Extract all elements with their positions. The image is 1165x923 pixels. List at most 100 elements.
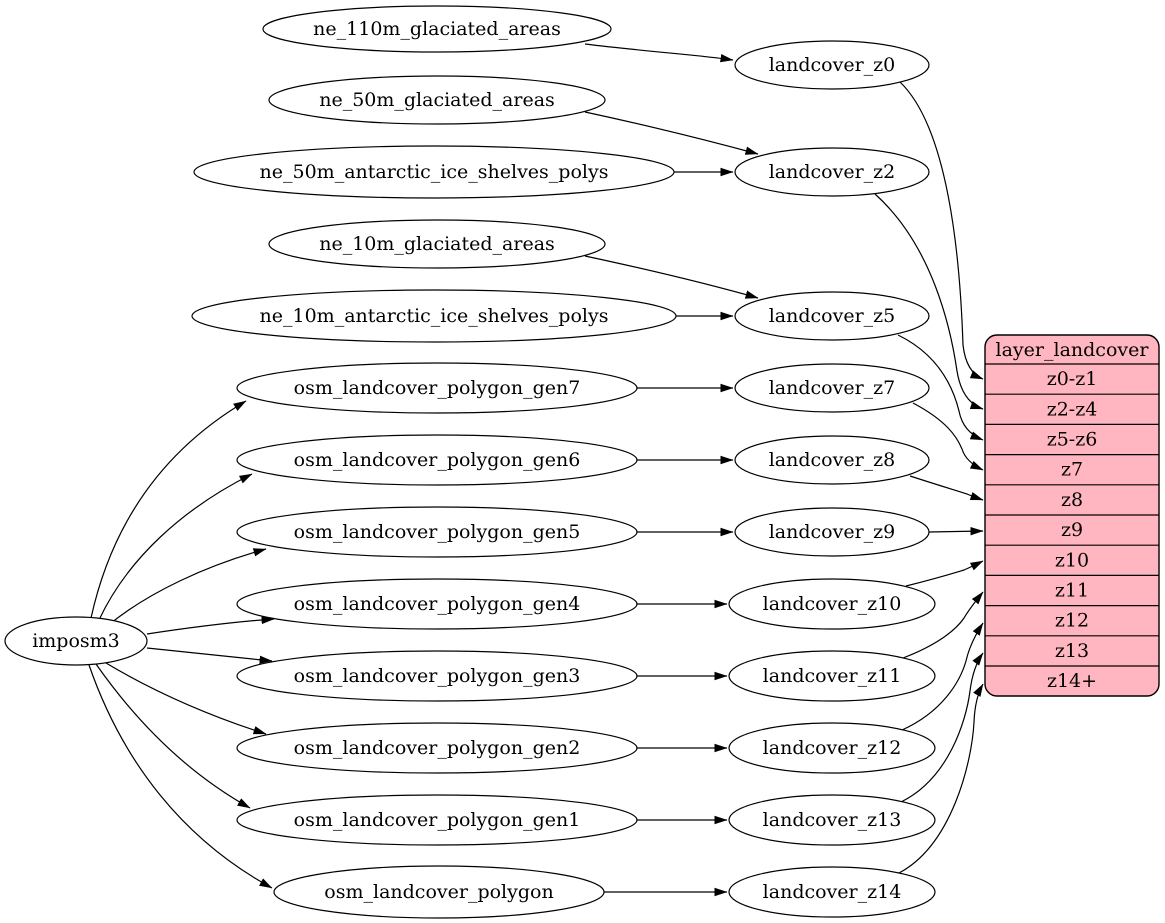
node-ellipse — [4, 616, 148, 666]
node-label: landcover_z10 — [763, 593, 902, 615]
node-ne-50m-glaciated-areas: ne_50m_glaciated_areas — [268, 75, 606, 125]
table-row-label: z5-z6 — [1047, 429, 1098, 451]
node-label: osm_landcover_polygon — [324, 881, 553, 903]
edge-imposm3-gen6 — [98, 473, 253, 621]
node-ellipse — [728, 722, 936, 774]
node-label: landcover_z13 — [763, 809, 902, 831]
node-label: landcover_z7 — [769, 377, 896, 399]
node-ellipse — [268, 219, 606, 269]
node-label: osm_landcover_polygon_gen4 — [294, 593, 581, 615]
edge-imposm3-gen5 — [110, 548, 267, 624]
edge-imposm3-polygon — [88, 664, 273, 889]
node-ellipse — [728, 650, 936, 702]
node-ellipse — [236, 578, 638, 630]
edge-z0-row-z0-z1 — [899, 81, 984, 380]
edge-z14-row-z14plus — [898, 683, 984, 874]
node-label: landcover_z2 — [769, 161, 896, 183]
edge-imposm3-gen4 — [146, 615, 275, 635]
node-ellipse — [734, 147, 930, 197]
table-title: layer_landcover — [996, 339, 1150, 361]
edge-z9-row-z9 — [928, 527, 984, 536]
edge-imposm3-gen1 — [95, 663, 251, 809]
node-landcover-z14: landcover_z14 — [728, 866, 936, 918]
node-label: ne_50m_antarctic_ice_shelves_polys — [260, 161, 609, 183]
table-row-label: z9 — [1061, 519, 1083, 541]
node-label: osm_landcover_polygon_gen3 — [294, 665, 581, 687]
node-ellipse — [734, 363, 930, 413]
node-landcover-z11: landcover_z11 — [728, 650, 936, 702]
table-row-label: z14+ — [1047, 670, 1097, 692]
node-osm-landcover-polygon-gen1: osm_landcover_polygon_gen1 — [236, 794, 638, 846]
node-ellipse — [191, 289, 677, 343]
node-landcover-z5: landcover_z5 — [734, 291, 930, 341]
edge-z5-row-z5-z6 — [897, 334, 984, 441]
node-label: landcover_z11 — [763, 665, 902, 687]
node-osm-landcover-polygon: osm_landcover_polygon — [273, 865, 605, 919]
node-ne-110m-glaciated-areas: ne_110m_glaciated_areas — [262, 5, 612, 53]
node-ellipse — [734, 507, 930, 557]
node-ellipse — [728, 794, 936, 846]
node-osm-landcover-polygon-gen4: osm_landcover_polygon_gen4 — [236, 578, 638, 630]
table-row-label: z12 — [1055, 610, 1089, 632]
edge-imposm3-gen7 — [90, 400, 247, 619]
node-osm-landcover-polygon-gen5: osm_landcover_polygon_gen5 — [236, 506, 638, 558]
node-landcover-z2: landcover_z2 — [734, 147, 930, 197]
node-osm-landcover-polygon-gen2: osm_landcover_polygon_gen2 — [236, 722, 638, 774]
node-ne-10m-glaciated-areas: ne_10m_glaciated_areas — [268, 219, 606, 269]
edge-ne50m-glaciated-z2 — [584, 111, 759, 155]
table-row-label: z0-z1 — [1047, 368, 1098, 390]
edge-z10-row-z10 — [905, 560, 984, 587]
node-label: landcover_z5 — [769, 305, 896, 327]
table-row-label: z11 — [1055, 580, 1089, 602]
node-label: landcover_z12 — [763, 737, 902, 759]
node-ellipse — [728, 866, 936, 918]
node-ellipse — [236, 722, 638, 774]
nodes-group: imposm3 ne_110m_glaciated_areas ne_50m_g… — [4, 5, 936, 919]
node-label: osm_landcover_polygon_gen1 — [294, 809, 581, 831]
node-ellipse — [734, 291, 930, 341]
edge-imposm3-gen2 — [105, 662, 267, 735]
edge-z2-row-z2-z4 — [874, 193, 984, 410]
edge-z13-row-z13 — [900, 652, 984, 803]
node-imposm3: imposm3 — [4, 616, 148, 666]
node-landcover-z13: landcover_z13 — [728, 794, 936, 846]
node-label: ne_50m_glaciated_areas — [319, 89, 555, 111]
node-ellipse — [268, 75, 606, 125]
node-label: landcover_z8 — [769, 449, 896, 471]
node-layer-landcover-table: layer_landcover z0-z1 z2-z4 z5-z6 z7 z8 … — [984, 334, 1160, 697]
table-row-label: z7 — [1061, 459, 1083, 481]
node-label: ne_10m_glaciated_areas — [319, 233, 555, 255]
node-label: osm_landcover_polygon_gen2 — [294, 737, 581, 759]
node-landcover-z8: landcover_z8 — [734, 435, 930, 485]
node-label: osm_landcover_polygon_gen5 — [294, 521, 581, 543]
node-ne-50m-antarctic-ice-shelves-polys: ne_50m_antarctic_ice_shelves_polys — [193, 145, 675, 199]
node-label: ne_10m_antarctic_ice_shelves_polys — [260, 305, 609, 327]
node-ellipse — [193, 145, 675, 199]
node-label: landcover_z0 — [769, 54, 896, 76]
node-label: imposm3 — [32, 630, 120, 652]
node-ellipse — [236, 650, 638, 702]
edge-z8-row-z8 — [909, 475, 984, 501]
edge-imposm3-gen3 — [146, 647, 273, 664]
node-label: osm_landcover_polygon_gen6 — [294, 449, 581, 471]
node-landcover-z12: landcover_z12 — [728, 722, 936, 774]
edge-z11-row-z11 — [902, 591, 984, 659]
node-osm-landcover-polygon-gen7: osm_landcover_polygon_gen7 — [236, 362, 638, 414]
node-landcover-z9: landcover_z9 — [734, 507, 930, 557]
node-ellipse — [236, 362, 638, 414]
table-row-label: z10 — [1055, 549, 1089, 571]
node-ellipse — [262, 5, 612, 53]
edge-z12-row-z12 — [901, 622, 984, 731]
edges-group — [88, 43, 984, 897]
node-ellipse — [728, 578, 936, 630]
node-ellipse — [236, 794, 638, 846]
edge-z7-row-z7 — [912, 402, 984, 471]
node-ellipse — [236, 434, 638, 486]
node-label: landcover_z9 — [769, 521, 896, 543]
edge-ne10m-glaciated-z5 — [584, 255, 759, 299]
table-row-label: z13 — [1055, 640, 1089, 662]
node-ellipse — [273, 865, 605, 919]
node-osm-landcover-polygon-gen3: osm_landcover_polygon_gen3 — [236, 650, 638, 702]
node-landcover-z7: landcover_z7 — [734, 363, 930, 413]
